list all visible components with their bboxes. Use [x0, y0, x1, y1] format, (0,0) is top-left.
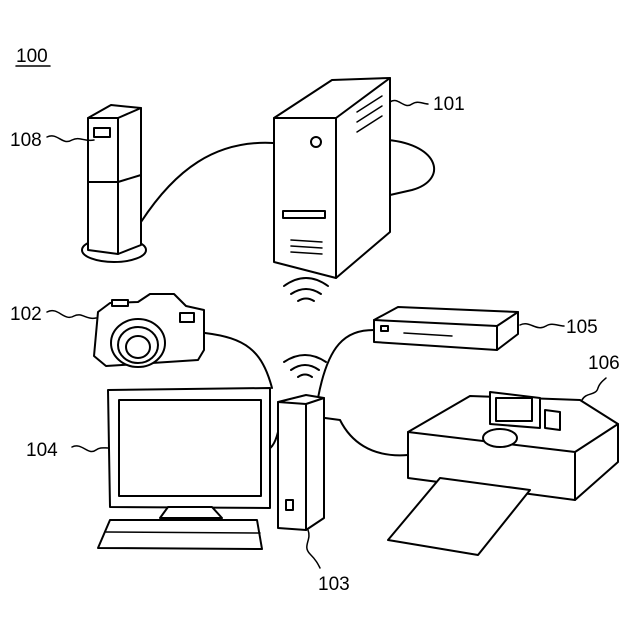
- monitor-device: [98, 388, 270, 549]
- ref-105: 105: [566, 317, 598, 338]
- monitor-stand: [160, 507, 222, 518]
- router-device: [82, 105, 146, 262]
- recorder-button: [381, 326, 388, 331]
- leader-106: [582, 378, 606, 400]
- leader-108: [47, 136, 94, 142]
- wireless-icon-server: [284, 278, 328, 301]
- cable-server-loop: [388, 140, 434, 195]
- cable-camera-pc: [205, 333, 272, 388]
- camera-lens-inner: [126, 336, 150, 358]
- pc-power-button: [286, 500, 293, 510]
- ref-102: 102: [10, 304, 42, 325]
- printer-display-tab: [545, 410, 560, 430]
- printer-paper: [388, 478, 530, 555]
- monitor-screen: [119, 400, 261, 496]
- camera-flash: [180, 313, 194, 322]
- camera-shutter: [112, 300, 128, 306]
- figure-label: 100: [16, 46, 48, 67]
- server-device: [274, 78, 390, 278]
- recorder-device: [374, 307, 518, 350]
- printer-device: [388, 392, 618, 555]
- printer-dial: [483, 429, 517, 447]
- ref-101: 101: [433, 94, 465, 115]
- server-power-icon: [311, 137, 321, 147]
- wireless-icon-pc: [284, 355, 326, 377]
- ref-104: 104: [26, 440, 58, 461]
- router-indicator: [94, 128, 110, 137]
- cable-router-server: [141, 143, 273, 222]
- server-body: [274, 78, 390, 278]
- ref-106: 106: [588, 353, 620, 374]
- leader-101: [390, 100, 428, 105]
- leader-104: [72, 446, 108, 452]
- server-drive-slot: [283, 211, 325, 218]
- cable-recorder-pc: [318, 330, 374, 398]
- camera-device: [94, 294, 204, 367]
- pc-tower-body: [278, 395, 324, 530]
- pc-tower-device: [278, 395, 324, 530]
- printer-display-screen: [496, 398, 532, 421]
- cable-printer-pc: [325, 418, 408, 455]
- leader-102: [47, 311, 96, 319]
- ref-103: 103: [318, 574, 350, 595]
- leader-105: [520, 324, 564, 328]
- ref-108: 108: [10, 130, 42, 151]
- leader-103: [307, 530, 320, 568]
- keyboard: [98, 520, 262, 549]
